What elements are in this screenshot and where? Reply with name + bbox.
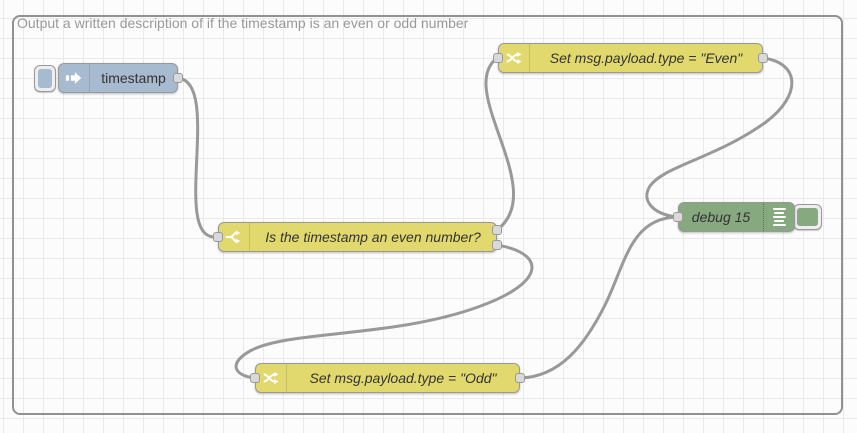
port-switch-input[interactable] — [213, 232, 223, 242]
port-change-odd-input[interactable] — [250, 373, 260, 383]
port-inject-output[interactable] — [173, 73, 183, 83]
port-switch-output-1[interactable] — [492, 225, 502, 235]
change-shuffle-icon — [499, 44, 530, 72]
wire-change-odd-to-debug[interactable] — [518, 215, 679, 380]
flow-comment: Output a written description of if the t… — [17, 15, 469, 31]
debug-toggle-button[interactable] — [793, 204, 822, 230]
wire-switch-out2-to-change-odd[interactable] — [234, 243, 534, 380]
inject-trigger-button-face — [38, 69, 52, 88]
debug-toggle-button-face — [797, 208, 818, 226]
change-node-even[interactable]: Set msg.payload.type = "Even" — [498, 43, 763, 73]
inject-node-timestamp[interactable]: timestamp — [58, 63, 178, 93]
change-shuffle-icon — [256, 364, 287, 392]
port-change-odd-output[interactable] — [515, 373, 525, 383]
inject-node-label: timestamp — [101, 70, 166, 86]
change-node-even-label: Set msg.payload.type = "Even" — [549, 50, 743, 66]
wire-switch-out1-to-change-even[interactable] — [484, 56, 516, 232]
switch-node-label: Is the timestamp an even number? — [265, 229, 481, 245]
wire-inject-to-switch[interactable] — [176, 76, 216, 239]
debug-output-icon — [763, 203, 794, 231]
port-change-even-output[interactable] — [758, 53, 768, 63]
change-node-odd[interactable]: Set msg.payload.type = "Odd" — [255, 363, 520, 393]
port-switch-output-2[interactable] — [492, 240, 502, 250]
port-debug-input[interactable] — [673, 212, 683, 222]
debug-node-label: debug 15 — [691, 209, 751, 225]
switch-fork-icon — [219, 223, 250, 251]
inject-trigger-button[interactable] — [34, 65, 56, 92]
switch-node[interactable]: Is the timestamp an even number? — [218, 222, 497, 252]
change-node-odd-label: Set msg.payload.type = "Odd" — [309, 370, 497, 386]
wire-change-even-to-debug[interactable] — [645, 56, 794, 219]
port-change-even-input[interactable] — [493, 53, 503, 63]
inject-arrow-icon — [59, 64, 90, 92]
debug-node[interactable]: debug 15 — [678, 202, 795, 232]
